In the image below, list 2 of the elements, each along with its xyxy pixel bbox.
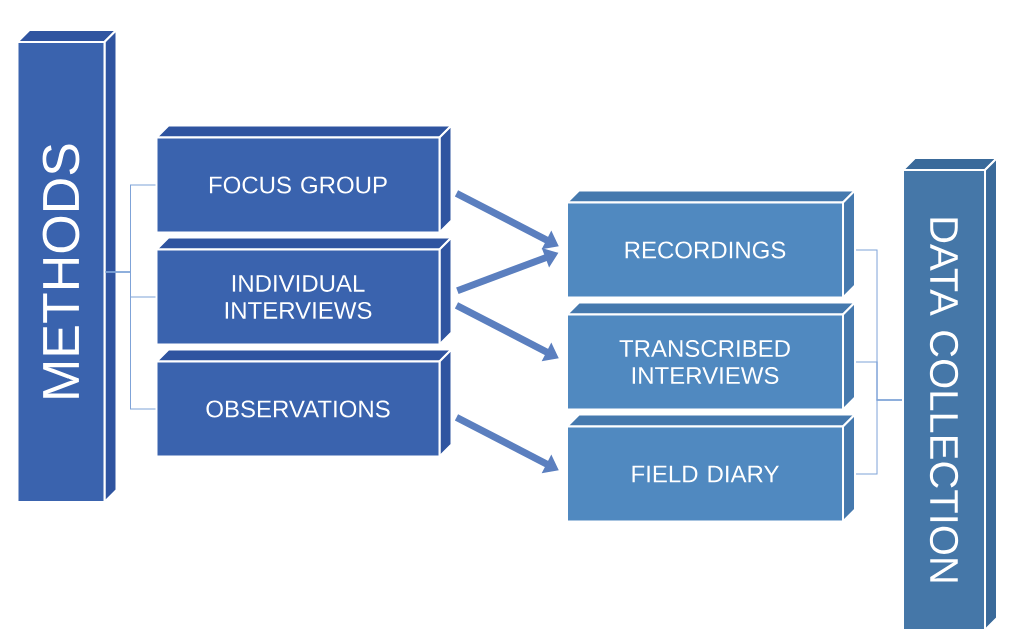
bracket-line bbox=[855, 399, 903, 475]
bracket-line bbox=[105, 271, 156, 410]
